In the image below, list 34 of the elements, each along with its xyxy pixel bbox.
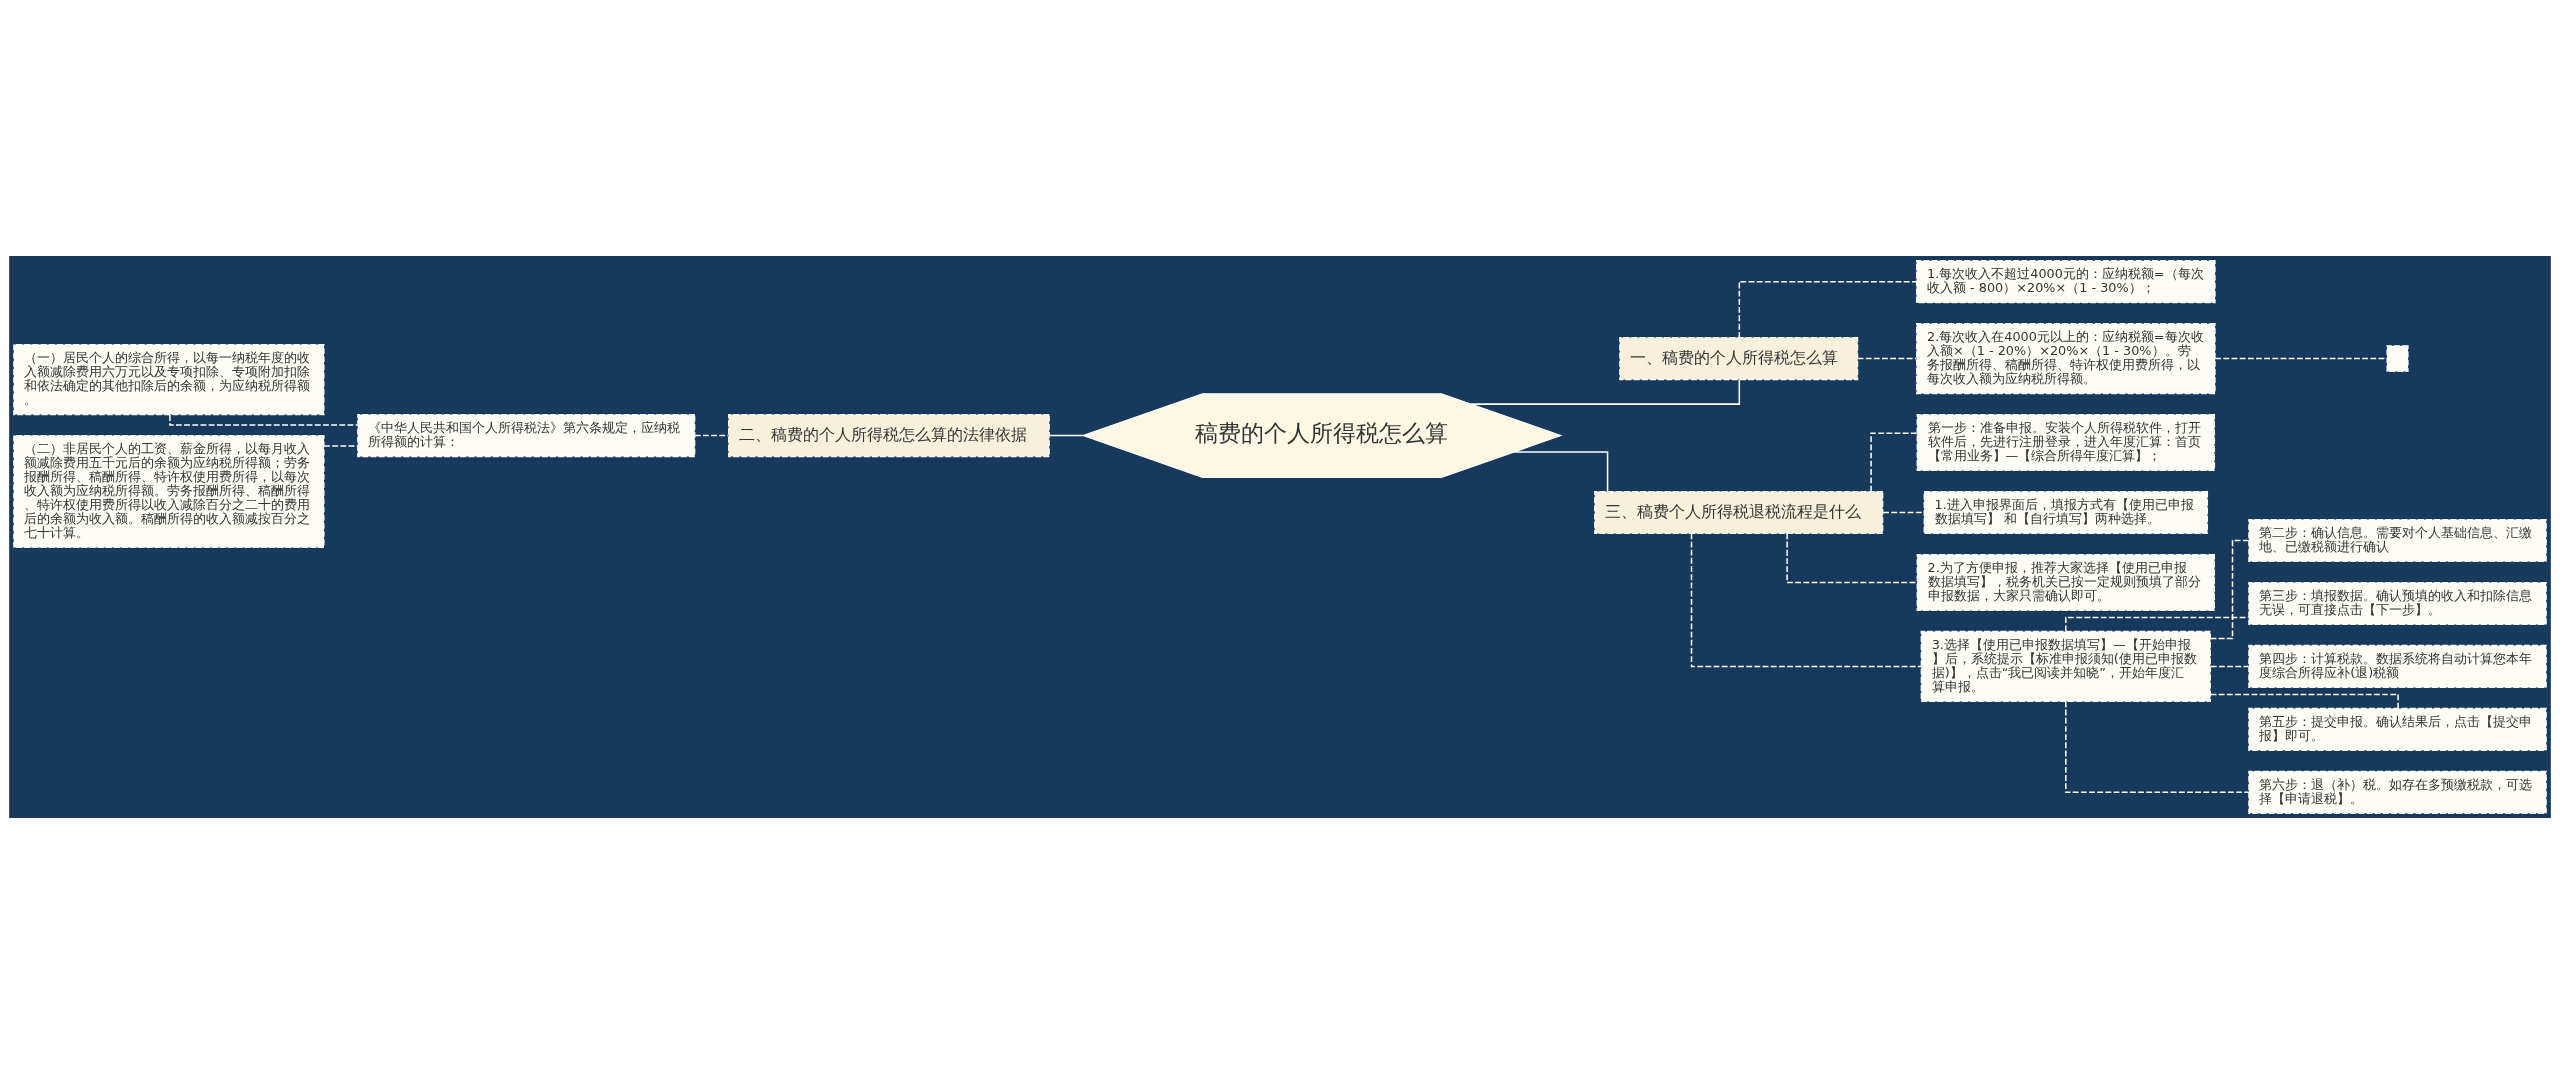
- connector: [2065, 700, 2250, 794]
- node-box: 第二步：确认信息。需要对个人基础信息、汇缴地、已缴税额进行确认: [2248, 518, 2547, 563]
- node-box: 《中华人民共和国个人所得税法》第六条规定，应纳税所得额的计算：: [357, 414, 696, 458]
- connector: [694, 434, 729, 437]
- node-box: 1.每次收入不超过4000元的：应纳税额=（每次收入额 - 800）×20%×（1 - 30%）；: [1915, 260, 2216, 304]
- connector: [323, 445, 359, 447]
- node-box: 2.为了方便申报，推荐大家选择【使用已申报数据填写】，税务机关已按一定规则预填了部分申报数据，大家只需确认即可。: [1916, 553, 2216, 612]
- node-box: 第六步：退（补）税。如存在多预缴税款，可选择【申请退税】。: [2248, 770, 2547, 814]
- node-box: 第一步：准备申报。安装个人所得税软件，打开软件后，先进行注册登录，进入年度汇算：首页【常用业务】—【综合所得年度汇算】；: [1916, 414, 2216, 472]
- connector: [1738, 280, 1918, 339]
- connector: [2209, 539, 2250, 640]
- node-box: 二、稿费的个人所得税怎么算的法律依据: [727, 414, 1050, 458]
- node-box: 三、稿费个人所得税退税流程是什么: [1594, 490, 1884, 535]
- node-box: [2386, 345, 2409, 372]
- connector: [1870, 432, 1918, 493]
- connector: [2210, 665, 2250, 668]
- node-box: 2.每次收入在4000元以上的：应纳税额=每次收入额×（1 - 20%）×20%×（1 - 30%）。劳务报酬所得、稿酬所得、特许权使用费所得，以每次收入额为应纳税所得额。: [1915, 323, 2216, 395]
- connector: [1513, 451, 1609, 493]
- connector: [1857, 357, 1917, 360]
- connector: [2209, 693, 2399, 709]
- connector: [1690, 532, 1922, 668]
- node-box: 第四步：计算税款。数据系统将自动计算您本年度综合所得应补(退)税额: [2248, 644, 2547, 688]
- node-box: 第三步：填报数据。确认预填的收入和扣除信息无误，可直接点击【下一步】。: [2248, 581, 2547, 626]
- connector: [1786, 532, 1918, 584]
- node-box: （一）居民个人的综合所得，以每一纳税年度的收入额减除费用六万元以及专项扣除、专项附加扣除和依法确定的其他扣除后的余额，为应纳税所得额。: [13, 344, 325, 416]
- node-box: 第五步：提交申报。确认结果后，点击【提交申报】即可。: [2248, 707, 2547, 751]
- node-box: 1.进入申报界面后，填报方式有【使用已申报数据填写】 和【自行填写】两种选择。: [1923, 490, 2209, 535]
- connector: [1470, 379, 1741, 405]
- connector: [1048, 434, 1084, 437]
- connector: [2065, 616, 2250, 633]
- node-box: 3.选择【使用已申报数据填写】—【开始申报】后，系统提示【标准申报须知(使用已申报数据)】，点击“我已阅读并知晓”，开始年度汇算申报。: [1920, 630, 2211, 702]
- node-box: 一、稿费的个人所得税怎么算: [1619, 337, 1859, 381]
- connector: [1882, 511, 1925, 514]
- node-box: （二）非居民个人的工资、薪金所得，以每月收入额减除费用五千元后的余额为应纳税所得额；劳务报酬所得、稿酬所得、特许权使用费所得，以每次收入额为应纳税所得额。劳务报酬所得、稿酬所得、特许权使用费所得以收入减除百分之二十的费用后的余额为收入额。稿酬所得的收入额减按百分之七十计算。: [13, 434, 325, 549]
